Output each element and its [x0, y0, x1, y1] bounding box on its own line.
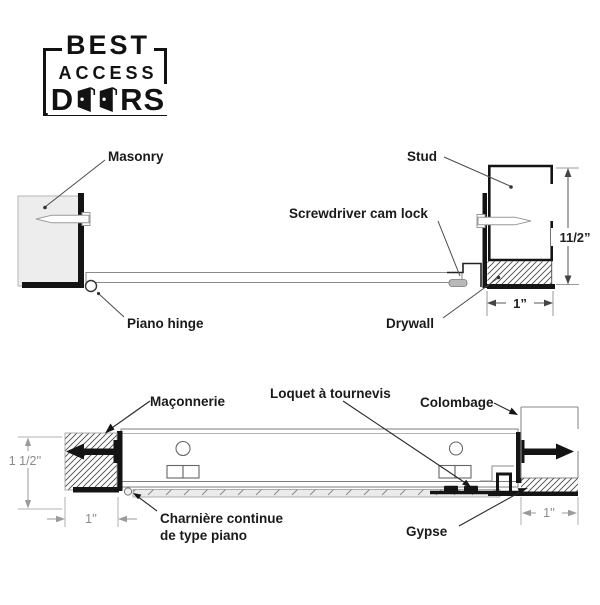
- stud-anchor: [516, 440, 574, 463]
- stud-label: Colombage: [420, 395, 494, 410]
- stud-callout: Colombage: [420, 395, 518, 415]
- dimension-width-right: 1'': [520, 497, 579, 525]
- masonry-label: Masonry: [108, 149, 164, 164]
- latch-housing: [480, 465, 514, 482]
- open-door-icon: [78, 87, 96, 112]
- piano-hinge: [84, 279, 98, 293]
- drywall-label: Drywall: [386, 316, 434, 331]
- masonry-anchor: [66, 440, 122, 463]
- stud-profile: [520, 406, 579, 479]
- cam-lock-label: Screwdriver cam lock: [289, 206, 428, 221]
- cam-lock-callout: Loquet à tournevis: [270, 386, 471, 487]
- logo-word-doors: D RS: [47, 82, 169, 117]
- drywall-label: Gypse: [406, 524, 448, 539]
- stud-screw: [476, 214, 532, 228]
- cam-lock: [447, 262, 482, 287]
- dimension-width: 1”: [486, 291, 554, 316]
- masonry-callout: Maçonnerie: [105, 394, 226, 434]
- dimension-width-left: 1'': [47, 497, 137, 527]
- stud-profile: [487, 164, 554, 262]
- stud-label: Stud: [407, 149, 437, 164]
- top-section-view: Masonry Stud Screwdriver cam lock Piano …: [17, 149, 598, 331]
- dimension-depth: 11/2”: [551, 167, 598, 285]
- cam-lock-label: Loquet à tournevis: [270, 386, 391, 401]
- piano-hinge-label: Piano hinge: [127, 316, 204, 331]
- frame-step-profile: [447, 262, 482, 287]
- drywall-callout: Gypse: [406, 488, 528, 539]
- logo-word-access: ACCESS: [58, 63, 158, 83]
- masonry-block: [17, 193, 84, 288]
- stud-callout: Stud: [407, 149, 513, 189]
- logo-word-best: BEST: [61, 32, 155, 59]
- frame-right: [482, 193, 555, 289]
- masonry-hatch: [64, 432, 119, 493]
- dimension-depth-left: 1 1/2'': [3, 436, 62, 510]
- door-panel: [84, 272, 463, 293]
- frame-holes: [166, 440, 472, 479]
- masonry-label: Maçonnerie: [150, 394, 226, 409]
- piano-hinge: [123, 487, 133, 496]
- logo-doors-d: D: [50, 82, 75, 117]
- best-access-doors-logo: BEST ACCESS D RS: [40, 28, 176, 122]
- logo-doors-rs: RS: [120, 82, 166, 117]
- drywall-callout: Drywall: [386, 275, 501, 331]
- width-left-dimension-text: 1'': [85, 512, 97, 526]
- masonry-screw: [35, 212, 91, 226]
- piano-hinge-label-line2: de type piano: [160, 528, 247, 543]
- masonry-callout: Masonry: [43, 149, 164, 210]
- bottom-section-view: Maçonnerie Loquet à tournevis Colombage …: [3, 386, 579, 543]
- piano-hinge-label-line1: Charnière continue: [160, 511, 284, 526]
- piano-hinge-callout: Piano hinge: [96, 291, 204, 331]
- open-door-icon: [100, 87, 118, 112]
- depth-dimension-text: 1 1/2'': [9, 454, 42, 468]
- cam-lock-callout: Screwdriver cam lock: [289, 206, 461, 277]
- drywall: [487, 261, 553, 284]
- piano-hinge-callout: Charnière continue de type piano: [133, 493, 284, 543]
- gypsum-hatch: [488, 478, 578, 496]
- width-right-dimension-text: 1'': [543, 506, 555, 520]
- width-dimension-text: 1”: [513, 296, 527, 311]
- depth-dimension-text: 11/2”: [559, 230, 590, 245]
